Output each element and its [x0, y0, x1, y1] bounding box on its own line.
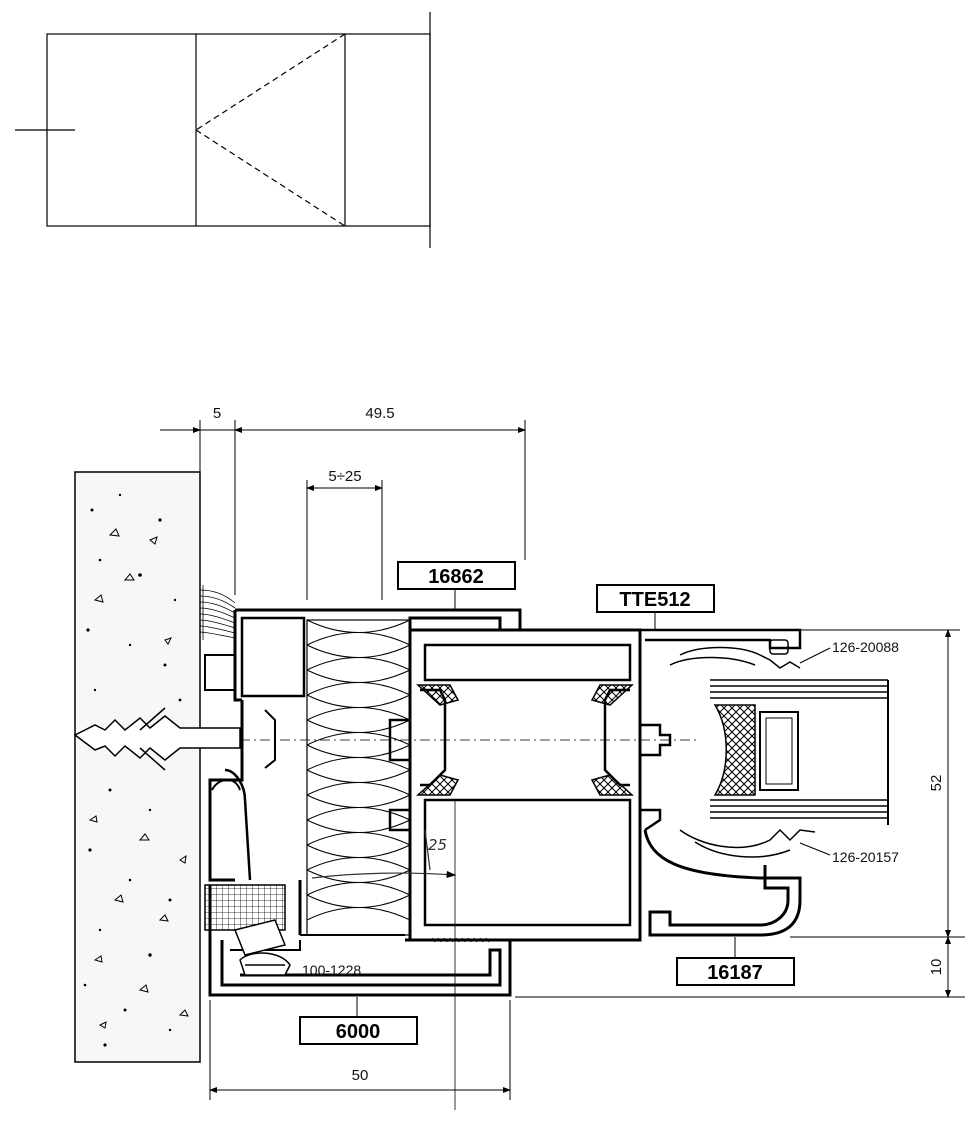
handwritten-note: 25	[428, 836, 447, 854]
center-lines	[240, 739, 700, 1110]
concrete-speckles	[83, 493, 182, 1047]
label-box-TTE512	[596, 584, 715, 613]
drip-part	[239, 952, 291, 976]
part-gasket-top: 126-20088	[832, 639, 899, 655]
code-6000: 6000	[336, 1021, 381, 1043]
elevation-sketch	[15, 12, 431, 248]
part-drip: 100-1228	[302, 962, 361, 978]
glass-sealant	[713, 704, 756, 796]
dim-insulation-range: 5÷25	[328, 468, 361, 485]
dimension-lines	[160, 420, 965, 1100]
handwritten-annotation	[311, 829, 457, 879]
dim-vertical-total: 52	[928, 775, 945, 792]
sealing-foam	[199, 585, 236, 640]
label-box-16862	[397, 561, 516, 590]
concrete-wall	[74, 471, 201, 1063]
threaded-bottom	[430, 937, 495, 943]
thermal-insulation	[306, 619, 411, 936]
dim-frame-depth: 49.5	[365, 405, 394, 422]
code-16862: 16862	[428, 566, 484, 588]
gasket-bottom	[679, 828, 816, 858]
label-boxes	[299, 561, 795, 1045]
dim-frame-gap: 5	[213, 405, 221, 422]
dim-vertical-bottom: 10	[928, 959, 945, 976]
elevation-outline	[46, 33, 431, 227]
glazing-bead-16187	[640, 808, 802, 937]
sill-screw	[233, 919, 287, 956]
glazing-unit	[710, 679, 889, 825]
gasket-top	[669, 639, 801, 669]
label-box-16187	[676, 957, 795, 986]
thermal-break	[416, 684, 634, 796]
label-box-6000	[299, 1016, 418, 1045]
glass-spacer	[759, 711, 799, 791]
concrete-aggregate	[88, 528, 189, 1029]
code-16187: 16187	[707, 962, 763, 984]
frame-clip	[204, 654, 236, 691]
code-TTE512: TTE512	[619, 589, 690, 611]
wall-dowel	[73, 707, 241, 771]
part-gasket-bottom: 126-20157	[832, 849, 899, 865]
dim-bottom-width: 50	[352, 1067, 369, 1084]
